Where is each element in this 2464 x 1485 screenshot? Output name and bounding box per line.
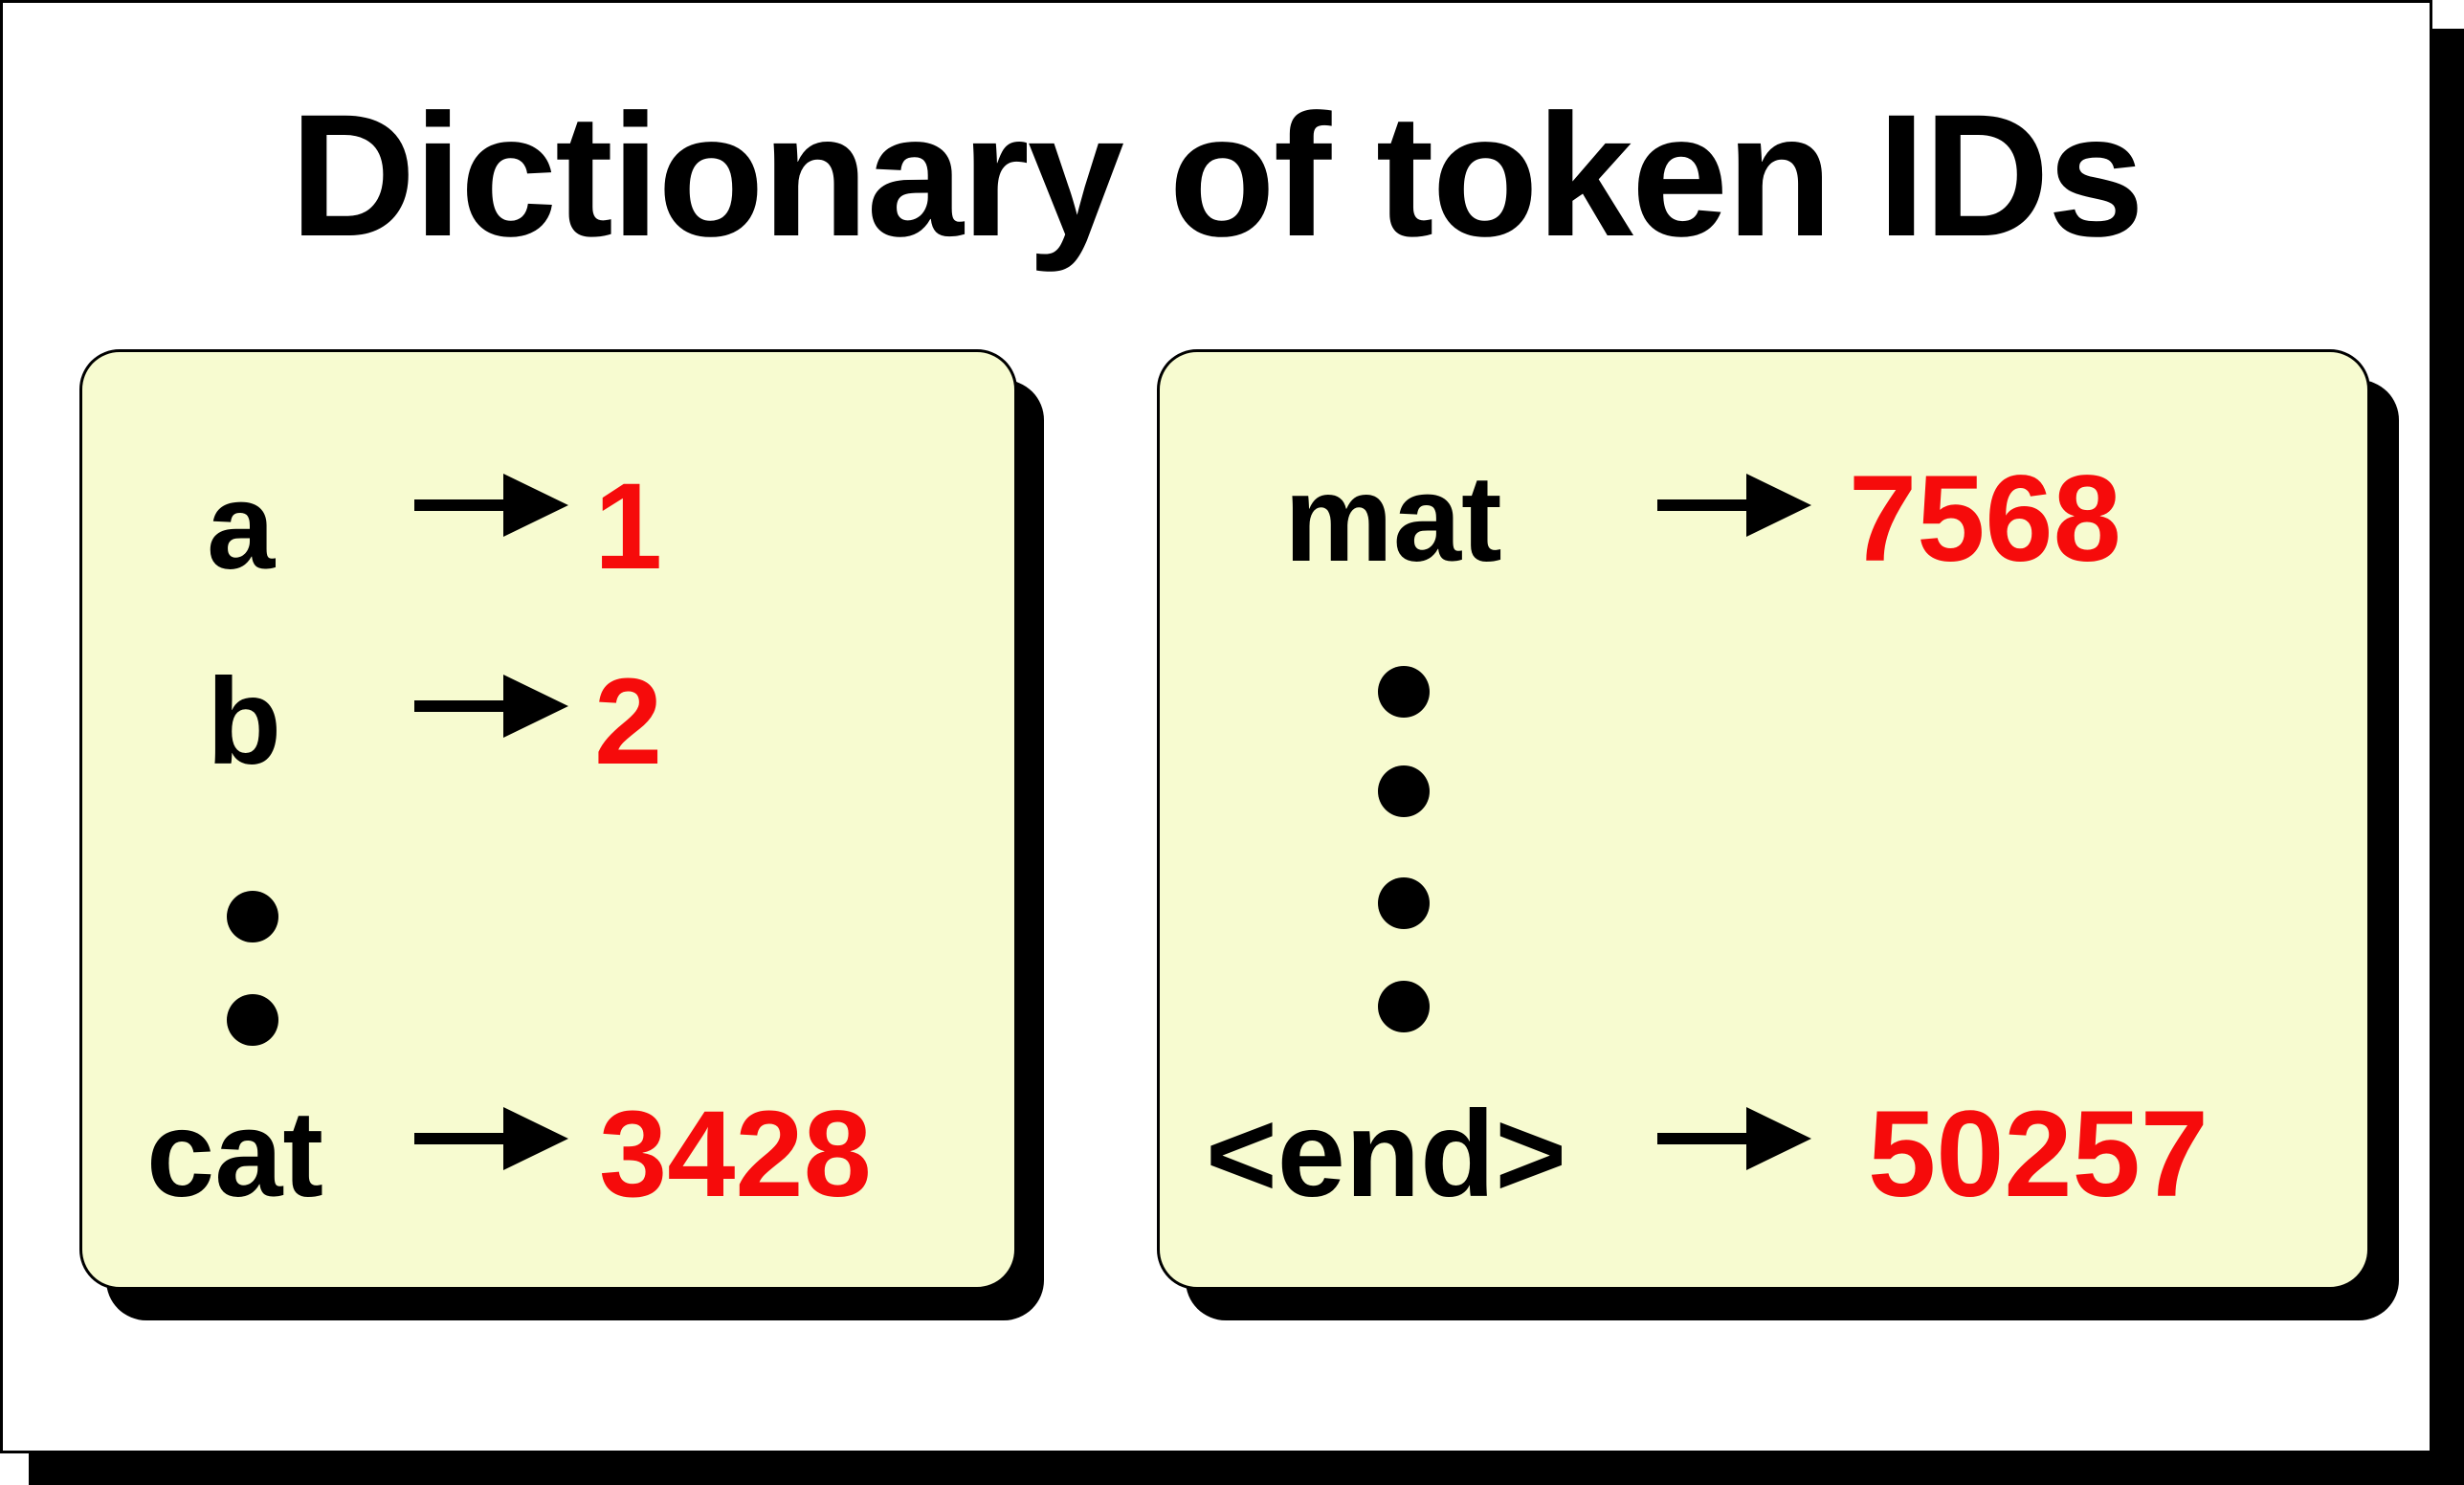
right-card: mat 7568 <end> 50257: [1157, 349, 2370, 1290]
right-arrow-icon: [414, 474, 568, 537]
right-arrow-icon: [1657, 1107, 1811, 1170]
token-a: a: [207, 458, 276, 595]
diagram-title: Dictionary of token IDs: [289, 78, 2144, 273]
diagram-frame: Dictionary of token IDs a 1 b 2 cat 3428…: [0, 0, 2432, 1453]
ellipsis-dot-icon: [227, 891, 278, 942]
ellipsis-dot-icon: [1378, 981, 1430, 1032]
left-card: a 1 b 2 cat 3428: [79, 349, 1017, 1290]
right-arrow-icon: [1657, 474, 1811, 537]
token-end: <end>: [1206, 1086, 1567, 1223]
right-arrow-icon: [414, 1107, 568, 1170]
token-cat: cat: [146, 1086, 323, 1223]
token-mat: mat: [1284, 451, 1502, 587]
id-2: 2: [594, 654, 663, 790]
token-b: b: [207, 654, 282, 790]
ellipsis-dot-icon: [227, 994, 278, 1046]
id-3428: 3428: [599, 1086, 872, 1223]
id-7568: 7568: [1849, 451, 2121, 587]
right-arrow-icon: [414, 675, 568, 738]
id-1: 1: [594, 458, 663, 595]
ellipsis-dot-icon: [1378, 765, 1430, 817]
ellipsis-dot-icon: [1378, 666, 1430, 718]
id-50257: 50257: [1868, 1086, 2209, 1223]
ellipsis-dot-icon: [1378, 877, 1430, 929]
